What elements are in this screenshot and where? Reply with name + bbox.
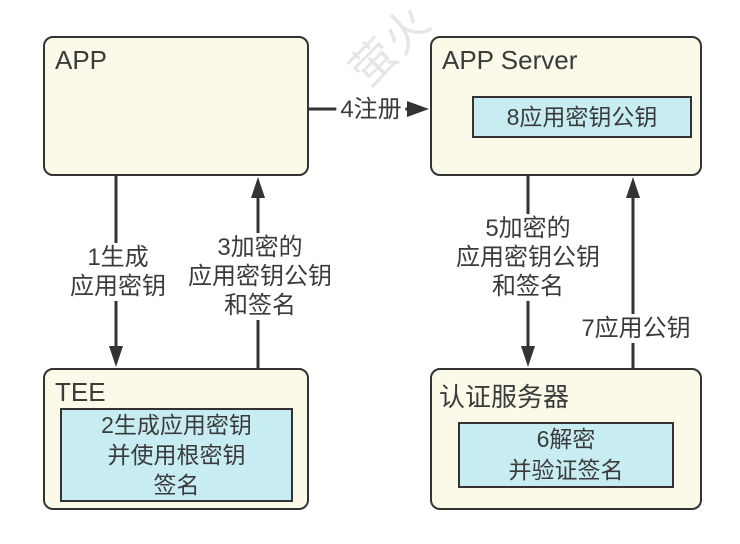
node-app-server-title: APP Server xyxy=(442,45,578,75)
edge-3-arrowhead xyxy=(251,177,265,198)
edge-label-line: 1生成 xyxy=(87,244,149,271)
chip-line: 2生成应用密钥 xyxy=(101,412,252,438)
edge-label-4-register: 4注册 xyxy=(336,95,406,124)
node-app: APP xyxy=(43,36,309,176)
chip-generate-app-key: 2生成应用密钥 并使用根密钥 签名 xyxy=(60,408,293,502)
edge-label-line: 5加密的 xyxy=(485,215,571,242)
edge-label-5-encrypted-key-signature: 5加密的 应用密钥公钥 和签名 xyxy=(452,214,604,301)
edge-label-line: 应用密钥 xyxy=(70,273,166,300)
edge-label-3-encrypted-key-signature: 3加密的 应用密钥公钥 和签名 xyxy=(184,233,336,320)
chip-line: 签名 xyxy=(153,472,200,498)
edge-4-arrowhead xyxy=(407,101,429,117)
chip-line: 8应用密钥公钥 xyxy=(506,104,658,130)
edge-label-line: 3加密的 xyxy=(217,234,303,261)
chip-line: 并使用根密钥 xyxy=(107,442,246,468)
edge-label-line: 7应用公钥 xyxy=(581,315,691,342)
edge-1-arrowhead xyxy=(109,346,123,367)
edge-label-7-app-public-key: 7应用公钥 xyxy=(577,314,695,343)
chip-decrypt-verify: 6解密 并验证签名 xyxy=(458,422,674,488)
node-auth-server-title: 认证服务器 xyxy=(439,382,570,412)
node-app-title: APP xyxy=(55,45,108,75)
node-tee-title: TEE xyxy=(55,377,106,407)
edge-5-arrowhead xyxy=(521,346,535,367)
chip-app-key-public-key: 8应用密钥公钥 xyxy=(472,96,692,138)
chip-line: 并验证签名 xyxy=(508,457,624,483)
edge-label-line: 和签名 xyxy=(492,273,564,300)
edge-label-line: 和签名 xyxy=(224,292,296,319)
edge-label-line: 应用密钥公钥 xyxy=(456,244,600,271)
edge-label-line: 4注册 xyxy=(340,96,402,123)
chip-line: 6解密 xyxy=(536,426,596,452)
edge-label-line: 应用密钥公钥 xyxy=(188,263,332,290)
edge-label-1-generate-app-key: 1生成 应用密钥 xyxy=(66,243,170,301)
edge-7-arrowhead xyxy=(626,177,640,198)
